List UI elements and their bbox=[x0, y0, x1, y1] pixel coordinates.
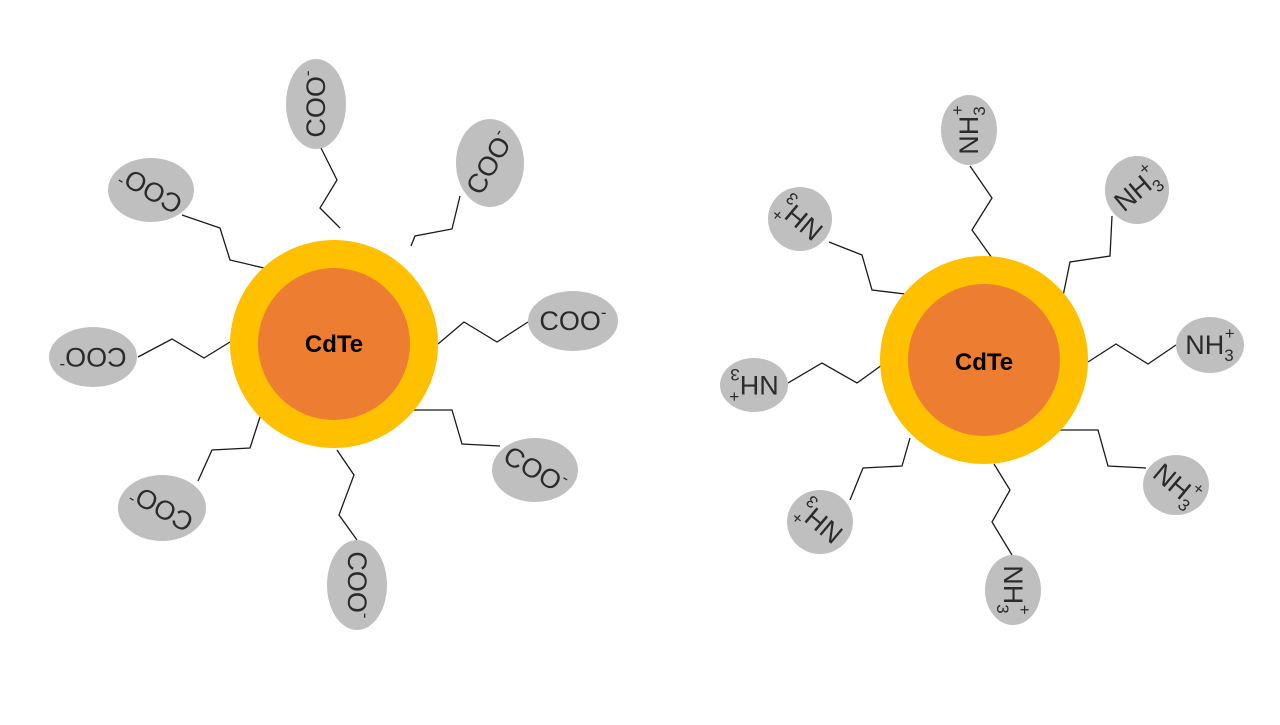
ligand-head bbox=[327, 540, 387, 630]
ligand: COO- bbox=[108, 158, 265, 269]
carboxylate-capped-nanoparticle: COO-COO-COO-COO-COO-COO-COO-COO- CdTe bbox=[49, 59, 618, 630]
alkyl-chain bbox=[412, 409, 501, 447]
ligand-charge: + bbox=[1225, 324, 1235, 343]
ligand: NH3 + bbox=[720, 358, 883, 412]
ligand-charge: - bbox=[59, 356, 65, 375]
particle-core bbox=[258, 268, 410, 420]
ligand-charge: - bbox=[298, 70, 317, 76]
ligand-formula: COO- bbox=[539, 303, 606, 336]
alkyl-chain bbox=[1087, 343, 1177, 365]
ligand-head bbox=[118, 475, 206, 541]
ligand-formula: NH3+ bbox=[993, 565, 1034, 614]
particle-core bbox=[908, 284, 1060, 436]
ligand-main: COO bbox=[301, 76, 331, 138]
ligand-label: COO- bbox=[342, 551, 375, 618]
ligand: COO- bbox=[327, 449, 387, 630]
ligand-formula: COO- bbox=[342, 551, 375, 618]
alkyl-chain bbox=[828, 241, 906, 295]
ligand-label: COO- bbox=[298, 70, 331, 137]
core-label: CdTe bbox=[305, 331, 363, 358]
ligand-subscript: 3 bbox=[1224, 346, 1233, 365]
alkyl-chain bbox=[410, 195, 461, 247]
ligand-main: COO bbox=[539, 306, 601, 336]
ligand-head bbox=[787, 490, 853, 554]
ligand: COO- bbox=[118, 416, 261, 541]
ligand-formula: NH3 + bbox=[1185, 324, 1234, 365]
ligand-head bbox=[768, 187, 832, 251]
alkyl-chain bbox=[319, 145, 341, 229]
ligand-head bbox=[1176, 317, 1244, 373]
alkyl-chain bbox=[137, 338, 231, 359]
ligand-head bbox=[1143, 455, 1209, 515]
ligand-main: NH bbox=[740, 370, 779, 400]
ligand-charge: + bbox=[948, 105, 967, 115]
ligand: NH3+ bbox=[1062, 156, 1169, 297]
alkyl-chain bbox=[991, 463, 1013, 556]
alkyl-chain bbox=[969, 165, 993, 259]
ligand: COO- bbox=[286, 59, 346, 229]
ligand-label: COO- bbox=[539, 303, 606, 336]
ligand-main: COO bbox=[65, 342, 127, 372]
ligand-head bbox=[286, 59, 346, 149]
ligand: NH3+ bbox=[1060, 429, 1209, 516]
core-label: CdTe bbox=[955, 349, 1013, 376]
alkyl-chain bbox=[1060, 429, 1147, 469]
ligand-main: NH bbox=[1185, 330, 1224, 360]
ligand-label: NH3 + bbox=[1185, 324, 1234, 365]
ligand: COO- bbox=[49, 327, 231, 387]
ligand-head bbox=[49, 327, 137, 387]
ligand-formula: NH3+ bbox=[948, 105, 989, 154]
ligand-charge: + bbox=[729, 387, 739, 406]
ligand-label: NH3+ bbox=[948, 105, 989, 154]
ligand-label: NH3+ bbox=[993, 565, 1034, 614]
ligand-charge: - bbox=[356, 613, 375, 619]
ligand-head bbox=[492, 438, 578, 502]
ligand: NH3+ bbox=[941, 95, 997, 259]
alkyl-chain bbox=[197, 416, 261, 482]
ligand: NH3+ bbox=[768, 187, 906, 295]
ligand-formula: COO- bbox=[298, 70, 331, 137]
alkyl-chain bbox=[849, 437, 911, 501]
alkyl-chain bbox=[336, 449, 358, 541]
ligand: COO- bbox=[410, 119, 524, 247]
ligand: COO- bbox=[412, 409, 578, 502]
ligand-head bbox=[456, 119, 524, 207]
carboxylate-ligands: COO-COO-COO-COO-COO-COO-COO-COO- bbox=[49, 59, 618, 630]
ligand-main: NH bbox=[954, 116, 984, 155]
ligand-subscript: 3 bbox=[970, 106, 989, 115]
alkyl-chain bbox=[437, 321, 529, 345]
ligand-head bbox=[528, 291, 618, 351]
ligand: NH3+ bbox=[787, 437, 911, 554]
ligand: NH3+ bbox=[985, 463, 1041, 625]
ligand-main: NH bbox=[998, 565, 1028, 604]
ligand-head bbox=[720, 358, 788, 412]
alkyl-chain bbox=[787, 362, 883, 384]
ammonium-ligands: NH3+NH3+NH3+NH3+NH3+NH3+NH3+NH3+ bbox=[720, 95, 1244, 625]
ligand-charge: - bbox=[601, 303, 607, 322]
ammonium-capped-nanoparticle: NH3+NH3+NH3+NH3+NH3+NH3+NH3+NH3+ CdTe bbox=[720, 95, 1244, 625]
ligand-main: COO bbox=[342, 551, 372, 613]
alkyl-chain bbox=[181, 214, 265, 269]
ligand-head bbox=[941, 95, 997, 165]
ligand-subscript: 3 bbox=[993, 604, 1012, 613]
ligand-formula: NH3 + bbox=[729, 365, 778, 406]
ligand-head bbox=[1105, 156, 1169, 224]
ligand-head bbox=[985, 555, 1041, 625]
ligand: COO- bbox=[437, 291, 618, 351]
alkyl-chain bbox=[1062, 215, 1113, 297]
ligand-head bbox=[108, 158, 194, 222]
ligand-label: NH3 + bbox=[729, 365, 778, 406]
ligand-label: COO- bbox=[59, 342, 126, 375]
ligand: NH3 + bbox=[1087, 317, 1244, 373]
ligand-formula: COO- bbox=[59, 342, 126, 375]
ligand-subscript: 3 bbox=[730, 365, 739, 384]
ligand-charge: + bbox=[1015, 605, 1034, 615]
